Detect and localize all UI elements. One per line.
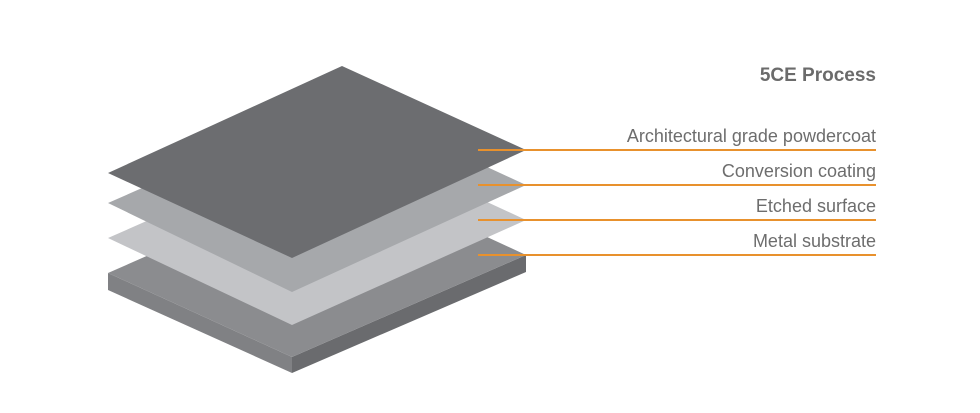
label-powdercoat: Architectural grade powdercoat [627,126,876,146]
leader-lines [478,149,876,256]
substrate-side-left [108,273,292,373]
powdercoat-layer [108,66,526,258]
label-metal-substrate: Metal substrate [753,231,876,251]
label-etched-surface: Etched surface [756,196,876,216]
diagram-title: 5CE Process [760,65,876,86]
label-conversion-coating: Conversion coating [722,161,876,181]
substrate-side-right [292,255,526,373]
